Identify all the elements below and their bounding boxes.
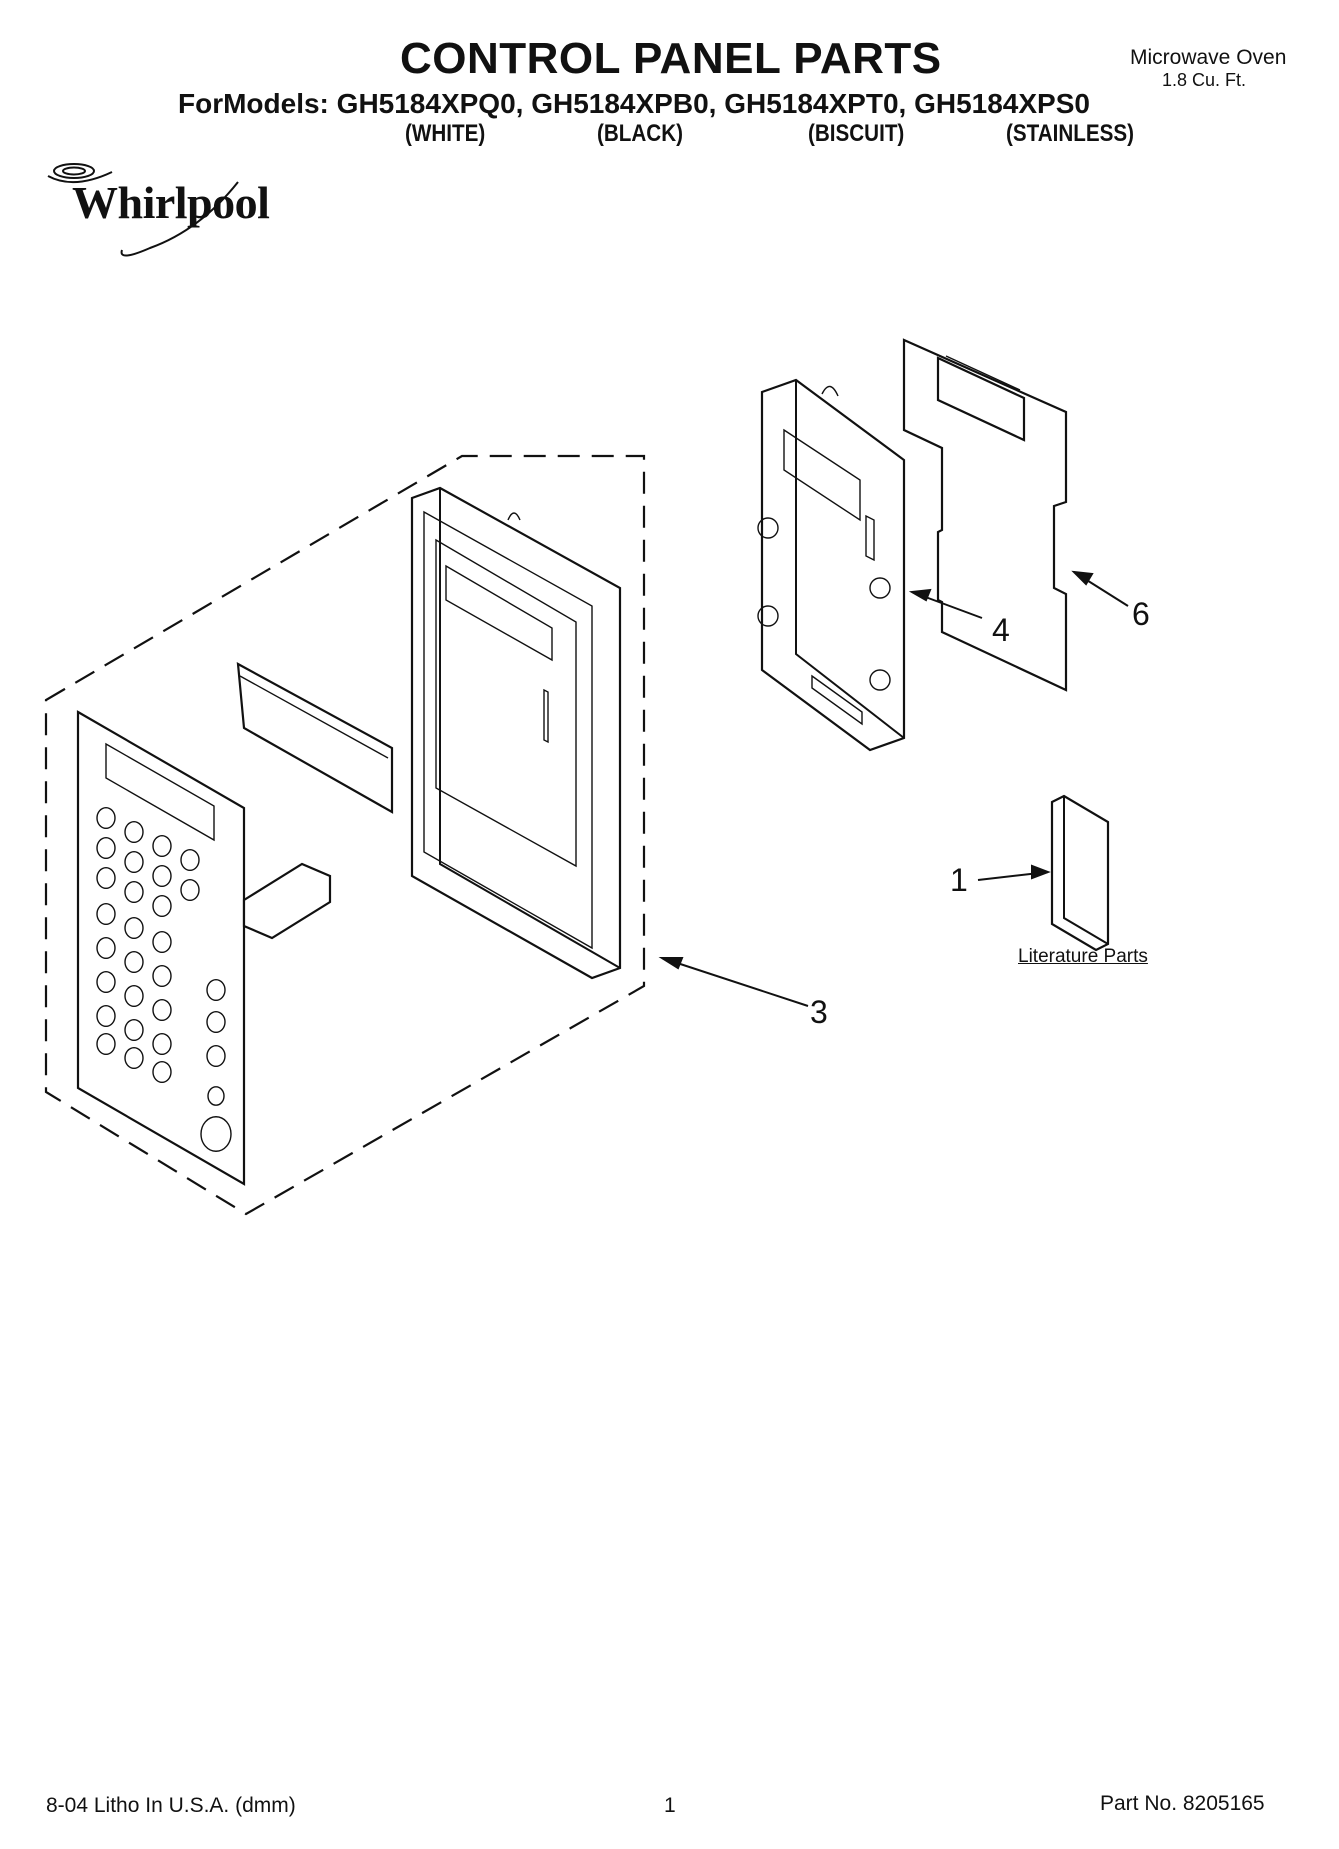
keypad-button [206,1010,226,1034]
callout-6: 6 [1132,596,1150,632]
keypad-button [124,916,144,940]
literature-parts-label: Literature Parts [1018,946,1148,967]
keypad-button [206,978,226,1002]
keypad-button [96,836,116,860]
control-panel-frame [410,486,622,980]
keypad-button [124,984,144,1008]
page-title: CONTROL PANEL PARTS [400,34,942,83]
keypad-button [200,1116,232,1152]
keypad-button [124,1046,144,1070]
keypad-button [152,894,172,918]
keypad-button [180,878,200,902]
leader-arrows [658,570,1129,1007]
color-white: (WHITE) [405,120,486,147]
keypad-button [96,866,116,890]
keypad-button [206,1044,226,1068]
models-line: ForModels: GH5184XPQ0, GH5184XPB0, GH518… [178,88,1090,119]
color-stainless: (STAINLESS) [1006,120,1135,147]
keypad-button [124,1018,144,1042]
keypad-button [152,930,172,954]
color-black: (BLACK) [597,120,683,147]
keypad-button [124,950,144,974]
literature-booklet [1050,794,1110,952]
pc-board-bracket [757,378,906,752]
keypad-button [124,850,144,874]
keypad-button [207,1086,225,1106]
keypad-button [152,998,172,1022]
keypad-button [96,1004,116,1028]
keypad-button [152,864,172,888]
keypad-button [96,936,116,960]
keypad-button [124,820,144,844]
keypad-button [152,1032,172,1056]
callout-1: 1 [950,862,968,898]
keypad-button [96,902,116,926]
keypad-button [96,806,116,830]
callout-3: 3 [810,994,828,1030]
color-biscuit: (BISCUIT) [808,120,905,147]
keypad-membrane [76,710,332,1186]
callout-4: 4 [992,612,1010,648]
whirlpool-swirl-logo [47,163,239,257]
assembly-outline [44,454,646,1216]
keypad-button [96,1032,116,1056]
whirlpool-logo: Whirlpool [72,177,270,228]
keypad-button [152,964,172,988]
keypad-button [152,1060,172,1084]
keypad-button [96,970,116,994]
keypad-button [180,848,200,872]
footer-litho: 8-04 Litho In U.S.A. (dmm) [46,1794,296,1817]
capacity: 1.8 Cu. Ft. [1162,70,1247,90]
display-window [236,662,394,814]
keypad-button [152,834,172,858]
keypad-button [124,880,144,904]
electronic-control-board [902,338,1068,692]
product-type: Microwave Oven [1130,46,1287,69]
part-number: Part No. 8205165 [1100,1792,1265,1815]
page-number: 1 [664,1794,676,1817]
